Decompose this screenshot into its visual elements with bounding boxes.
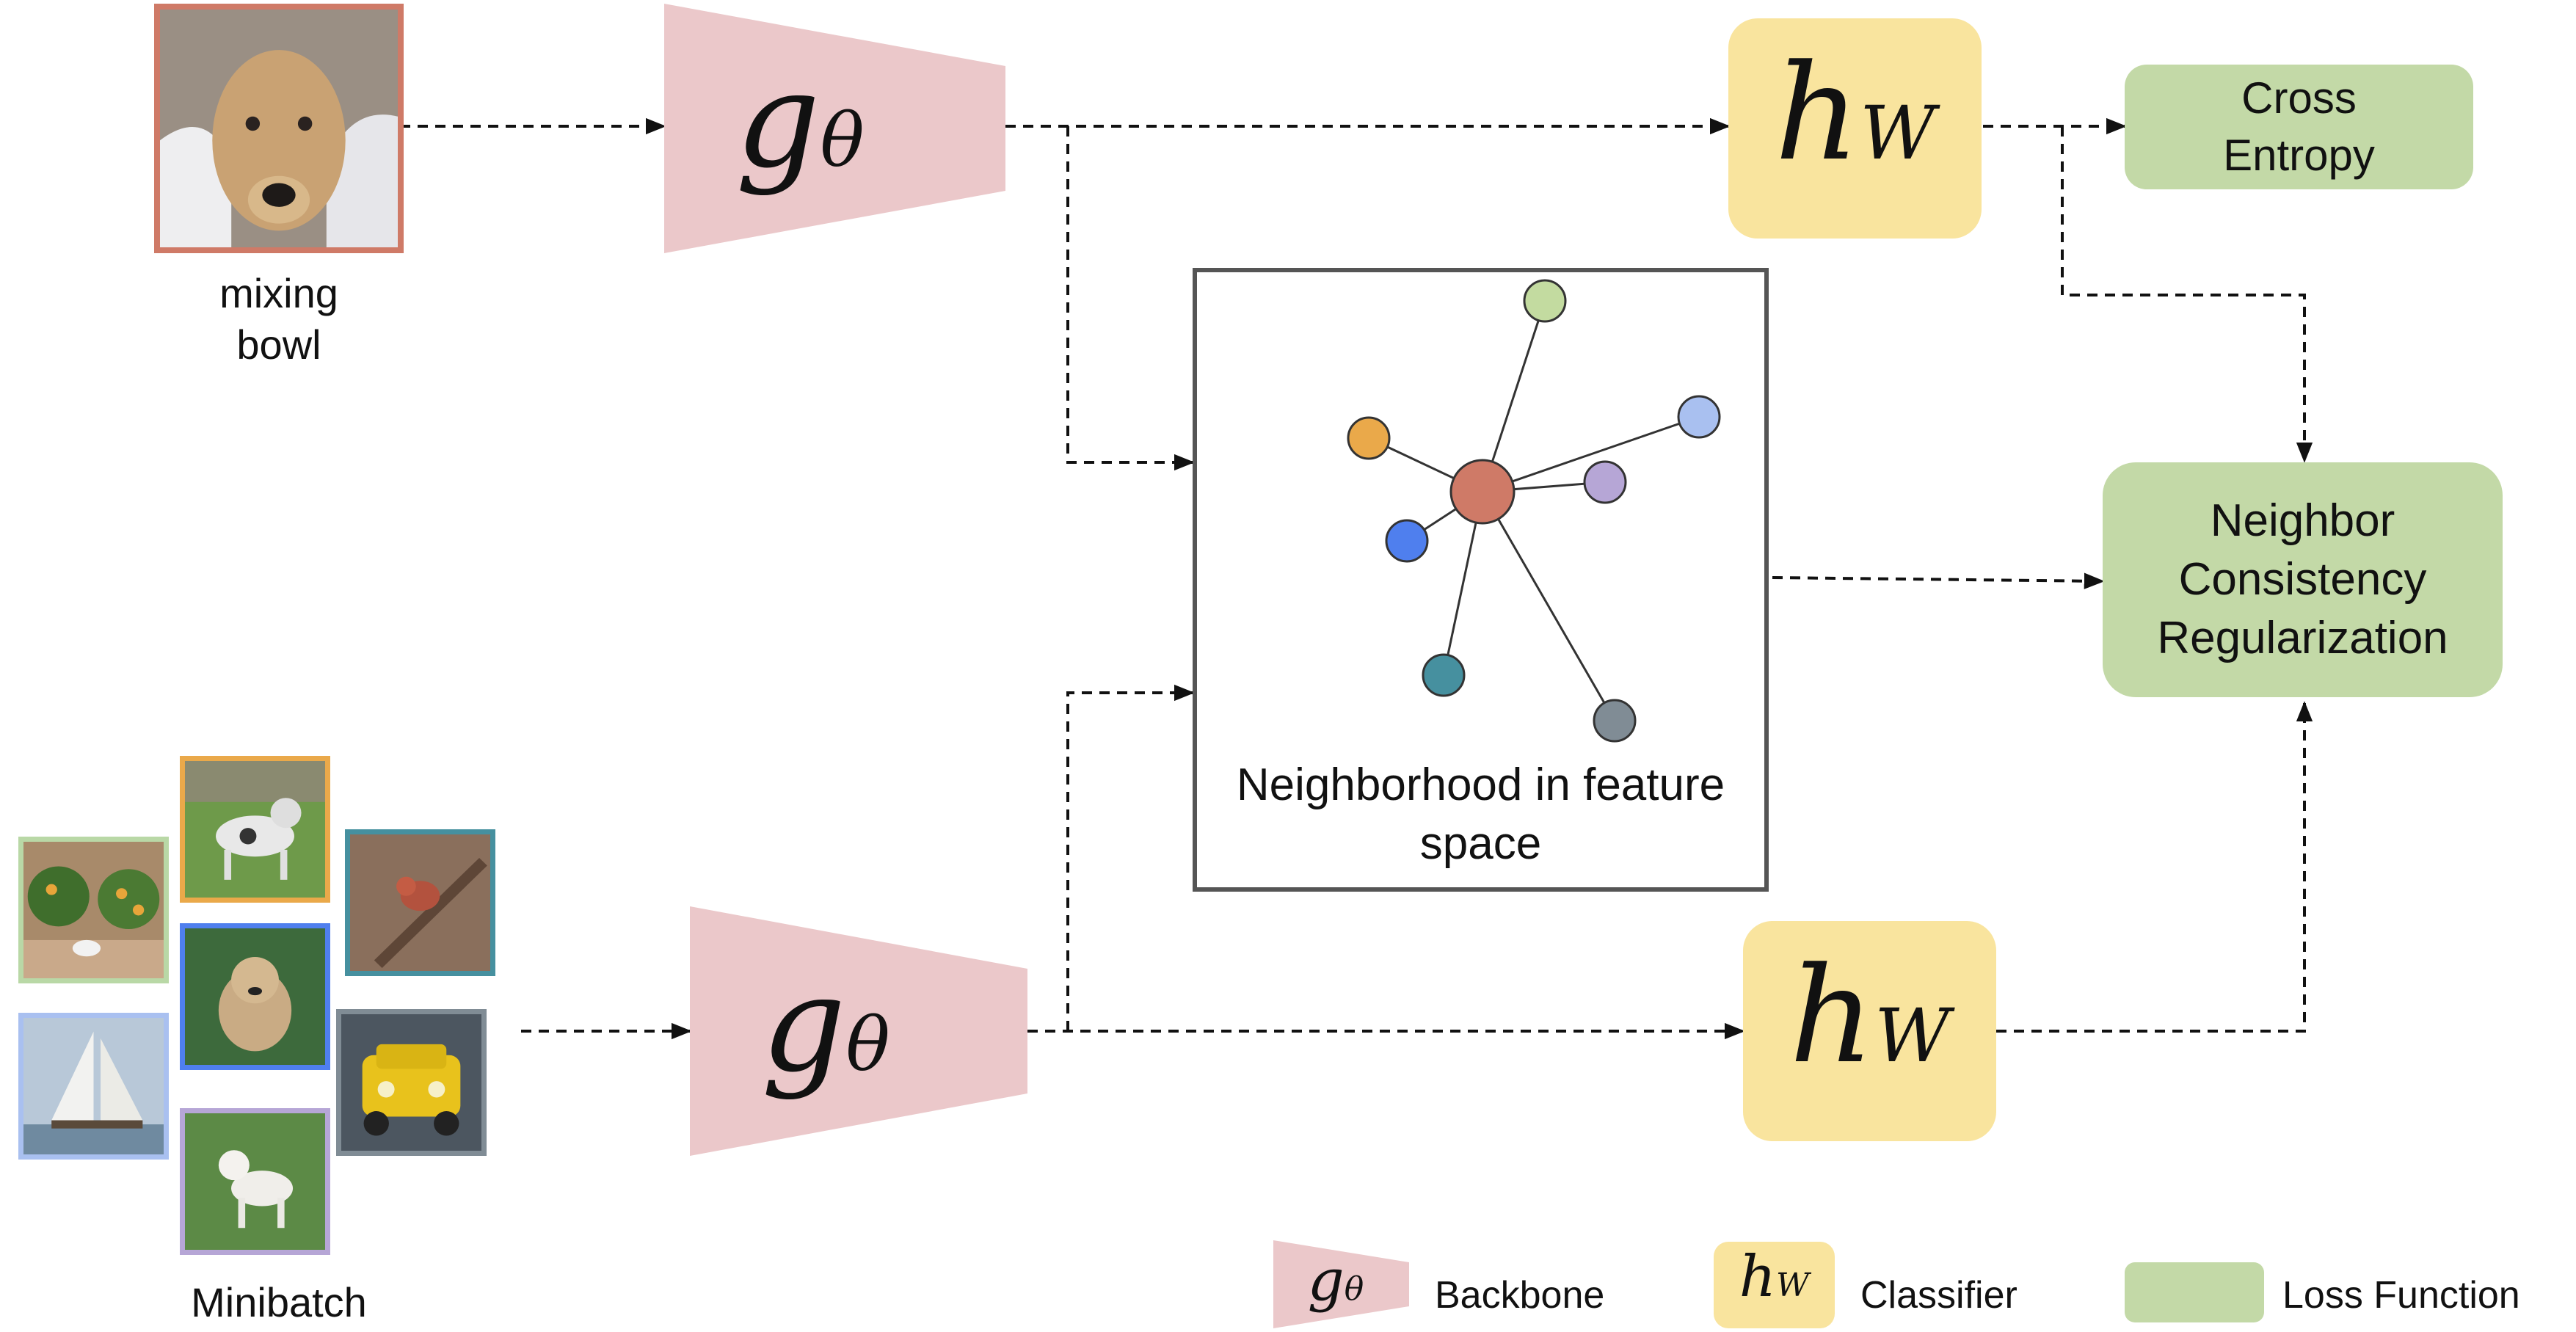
query-image-label: mixing bowl [169, 268, 389, 371]
legend-backbone-swatch [1273, 1240, 1409, 1328]
ncr-line3: Regularization [2157, 613, 2448, 663]
arrow-neighborhood-to-ncr [1772, 572, 2105, 589]
classifier-bottom [1743, 921, 1996, 1141]
query-image [154, 4, 404, 253]
classifier-top-h: h [1775, 37, 1860, 190]
backbone-top-theta: θ [820, 98, 865, 183]
legend-loss-label: Loss Function [2282, 1274, 2520, 1317]
legend-backbone-label: Backbone [1435, 1274, 1605, 1317]
arrow-bottom-features-to-neighborhood [1066, 684, 1195, 1031]
cross-entropy-line2: Entropy [2223, 131, 2375, 180]
backbone-bottom-g: g [761, 948, 846, 1102]
legend-loss-swatch [2125, 1262, 2264, 1322]
legend-h: h [1739, 1244, 1776, 1310]
neighborhood-box [1193, 268, 1769, 892]
minibatch-image-dog-spotted [180, 756, 330, 903]
arrow-bottom-classifier-to-ncr [1996, 701, 2313, 1033]
neighborhood-graph [1347, 279, 1721, 743]
arrow-top-features-to-neighborhood [1066, 126, 1195, 471]
classifier-bottom-h: h [1789, 939, 1875, 1093]
query-label-line2: bowl [236, 321, 321, 368]
node-light-blue [1677, 395, 1721, 439]
classifier-top-w: W [1860, 90, 1935, 176]
node-purple [1583, 460, 1627, 504]
neighborhood-caption-line2: space [1419, 818, 1542, 869]
backbone-bottom [690, 906, 1027, 1156]
node-teal [1422, 653, 1466, 697]
legend-classifier-swatch [1714, 1242, 1835, 1328]
query-label-line1: mixing [219, 270, 338, 316]
ncr-box: Neighbor Consistency Regularization [2103, 462, 2503, 697]
node-blue [1385, 519, 1429, 563]
node-gray [1593, 699, 1637, 743]
backbone-top [664, 4, 1005, 253]
backbone-top-g: g [735, 44, 821, 197]
node-center [1449, 459, 1516, 525]
legend-classifier-label: Classifier [1860, 1274, 2017, 1317]
minibatch-image-sailboat [18, 1013, 169, 1160]
node-green [1523, 279, 1567, 323]
node-orange [1347, 416, 1391, 460]
minibatch-image-bird [345, 829, 495, 976]
ncr-line2: Consistency [2178, 554, 2427, 605]
minibatch-label: Minibatch [191, 1279, 367, 1325]
neighborhood-caption-line1: Neighborhood in feature [1236, 760, 1725, 810]
legend-theta: θ [1344, 1270, 1364, 1308]
legend-w: W [1776, 1267, 1810, 1304]
neighborhood-caption: Neighborhood in feature space [1196, 756, 1765, 873]
backbone-bottom-theta: θ [845, 1002, 890, 1088]
cross-entropy-line1: Cross [2241, 73, 2357, 123]
minibatch-image-truck [336, 1009, 487, 1156]
minibatch-image-dog-golden [180, 923, 330, 1070]
ncr-line1: Neighbor [2210, 495, 2395, 546]
legend-g: g [1307, 1248, 1345, 1314]
minibatch-image-plants [18, 837, 169, 983]
classifier-top [1728, 18, 1982, 239]
classifier-bottom-w: W [1874, 993, 1950, 1079]
cross-entropy-box: Cross Entropy [2125, 65, 2473, 189]
minibatch-image-dog-white [180, 1108, 330, 1255]
arrow-classifier-to-ncr [2061, 126, 2313, 463]
